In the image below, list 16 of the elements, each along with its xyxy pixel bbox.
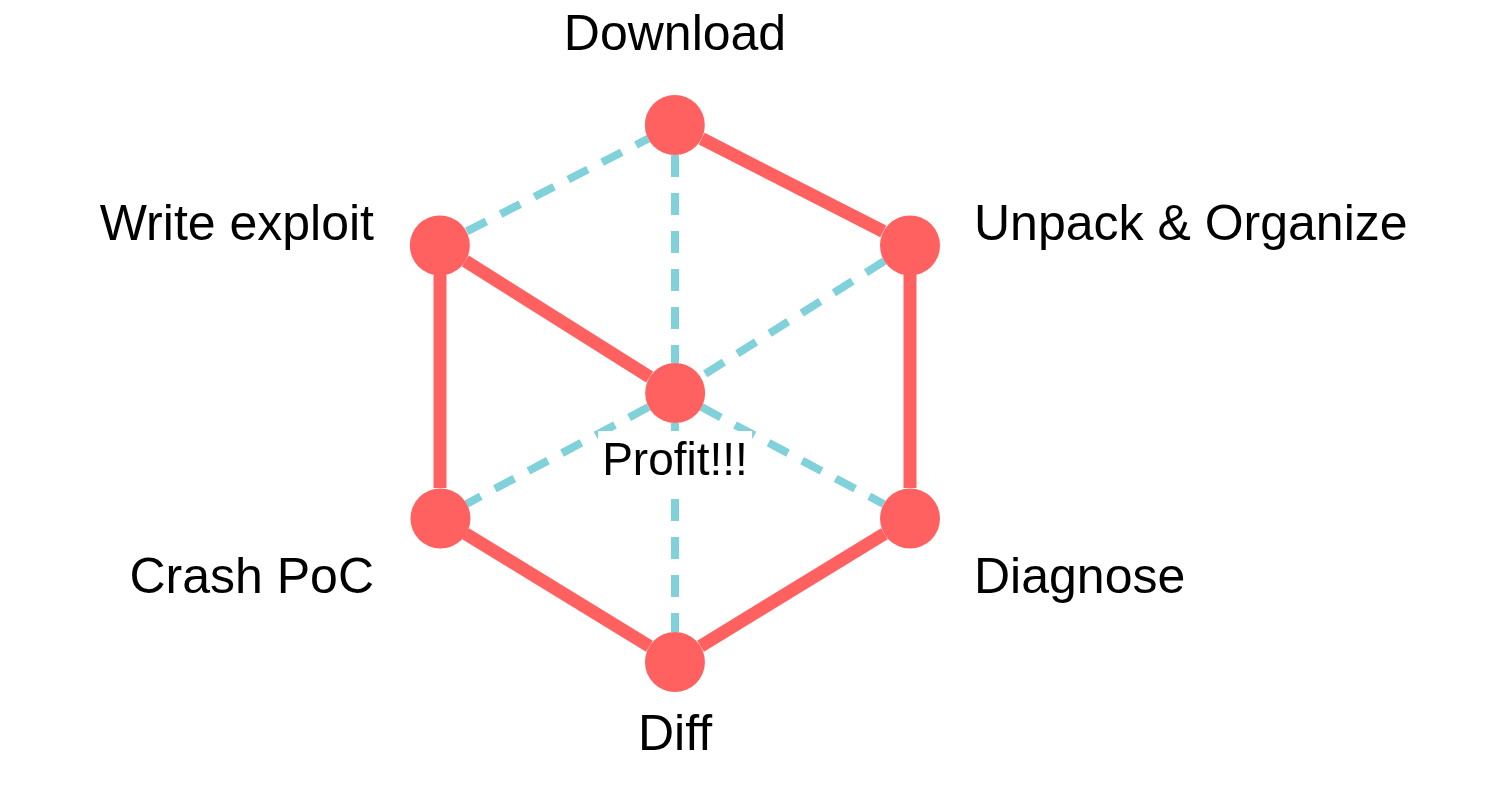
dashed-connector — [699, 403, 886, 508]
dashed-connector — [464, 403, 651, 508]
step-label: Diff — [637, 704, 713, 763]
dashed-connector — [671, 155, 679, 363]
dashed-connector — [464, 135, 651, 235]
connector-line — [697, 528, 888, 652]
step-label: Write exploit — [99, 193, 374, 253]
connector-line — [698, 132, 887, 238]
connector-line — [903, 275, 917, 488]
step-label: Unpack & Organize — [974, 193, 1408, 253]
step-label: Download — [563, 4, 787, 63]
connector-line — [462, 528, 653, 652]
connector-line — [461, 255, 654, 383]
step-label: Diagnose — [974, 546, 1186, 606]
step-label: Crash PoC — [129, 546, 374, 606]
connector-line — [433, 275, 447, 488]
